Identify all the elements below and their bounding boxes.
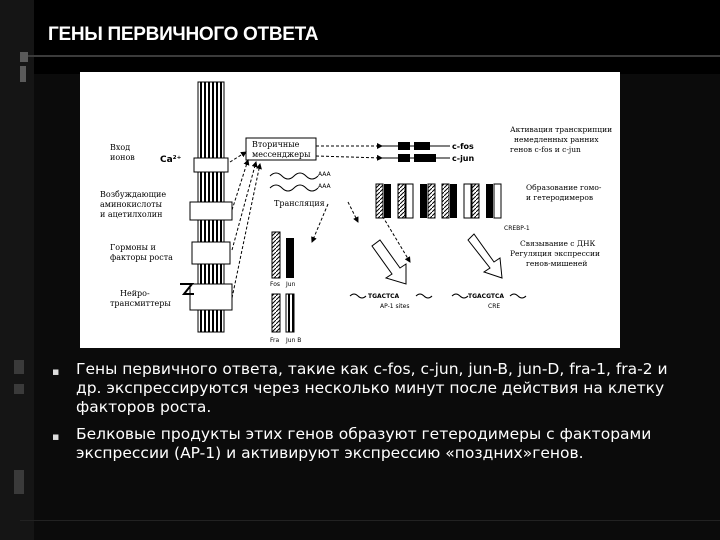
slide-title: ГЕНЫ ПЕРВИЧНОГО ОТВЕТА xyxy=(48,24,319,45)
label-fos: Fos xyxy=(270,281,280,288)
label-ca: Ca²⁺ xyxy=(160,155,182,165)
gene-bars xyxy=(382,142,450,162)
label-crebp: CREBP-1 xyxy=(504,225,530,232)
label-tgactca: TGACTCA xyxy=(368,293,400,300)
label-activation-3: генов c-fos и c-jun xyxy=(510,145,581,154)
label-dna-1: Связывание с ДНК xyxy=(520,239,595,248)
label-jun: Jun xyxy=(285,281,296,288)
label-second-messengers-2: мессенджеры xyxy=(252,150,311,159)
arrow-down-right xyxy=(467,233,503,279)
bottom-divider xyxy=(20,520,720,521)
label-second-messengers-1: Вторичные xyxy=(252,140,300,149)
label-ion-entry-2: ионов xyxy=(110,153,135,162)
label-fra: Fra xyxy=(270,337,279,344)
diagram-svg: Вход ионов Ca²⁺ Возбуждающие аминокислот… xyxy=(100,81,612,344)
gene-response-diagram: Вход ионов Ca²⁺ Возбуждающие аминокислот… xyxy=(80,72,620,348)
arrow-down-left xyxy=(371,239,407,285)
label-tgacgtca: TGACGTCA xyxy=(468,293,504,300)
label-c-jun: c-jun xyxy=(452,154,475,163)
title-underline xyxy=(20,55,720,57)
left-decor-bar xyxy=(0,0,34,540)
label-excitatory-2: аминокислоты xyxy=(100,200,163,209)
label-jun-b: Jun B xyxy=(285,337,301,344)
label-dimers-1: Образование гомо- xyxy=(526,183,602,192)
label-dna-2: Регуляция экспрессии xyxy=(510,249,600,258)
label-aaa-1: AAA xyxy=(318,171,332,178)
bullet-item: ▪ Гены первичного ответа, такие как c-fo… xyxy=(52,360,692,417)
label-activation-1: Активация транскрипции xyxy=(510,125,612,134)
label-dimers-2: и гетеродимеров xyxy=(526,193,593,202)
label-ap1-sites: AP-1 sites xyxy=(380,303,409,310)
bullet-text: Белковые продукты этих генов образуют ге… xyxy=(76,425,652,462)
label-hormones-1: Гормоны и xyxy=(110,243,156,252)
label-dna-3: генов-мишеней xyxy=(526,259,587,268)
membrane-column xyxy=(180,81,233,333)
label-c-fos: c-fos xyxy=(452,142,474,151)
label-activation-2: немедленных ранних xyxy=(514,135,599,144)
label-neuro-1: Нейро- xyxy=(120,289,150,298)
dimer-pairs xyxy=(375,183,502,219)
bullet-square-icon: ▪ xyxy=(52,365,60,378)
bullet-list: ▪ Гены первичного ответа, такие как c-fo… xyxy=(52,360,692,471)
label-hormones-2: факторы роста xyxy=(110,253,173,262)
label-aaa-2: AAA xyxy=(318,183,332,190)
dna-helix-marks xyxy=(349,293,527,299)
label-excitatory-3: и ацетилхолин xyxy=(100,210,162,219)
label-cre: CRE xyxy=(488,303,500,310)
title-side-marks xyxy=(20,52,28,92)
label-excitatory-1: Возбуждающие xyxy=(100,190,166,199)
protein-bars xyxy=(271,231,295,333)
label-neuro-2: трансмиттеры xyxy=(110,299,171,308)
title-band xyxy=(34,0,720,74)
label-translation: Трансляция xyxy=(274,199,325,208)
label-ion-entry: Вход xyxy=(110,143,130,152)
bullet-text: Гены первичного ответа, такие как c-fos,… xyxy=(76,360,668,416)
signal-arrows xyxy=(229,143,411,299)
bullet-item: ▪ Белковые продукты этих генов образуют … xyxy=(52,425,692,463)
bullet-square-icon: ▪ xyxy=(52,430,60,443)
second-messengers-box xyxy=(245,137,317,161)
mrna-wave-2 xyxy=(269,184,319,192)
mrna-wave-1 xyxy=(269,172,319,180)
